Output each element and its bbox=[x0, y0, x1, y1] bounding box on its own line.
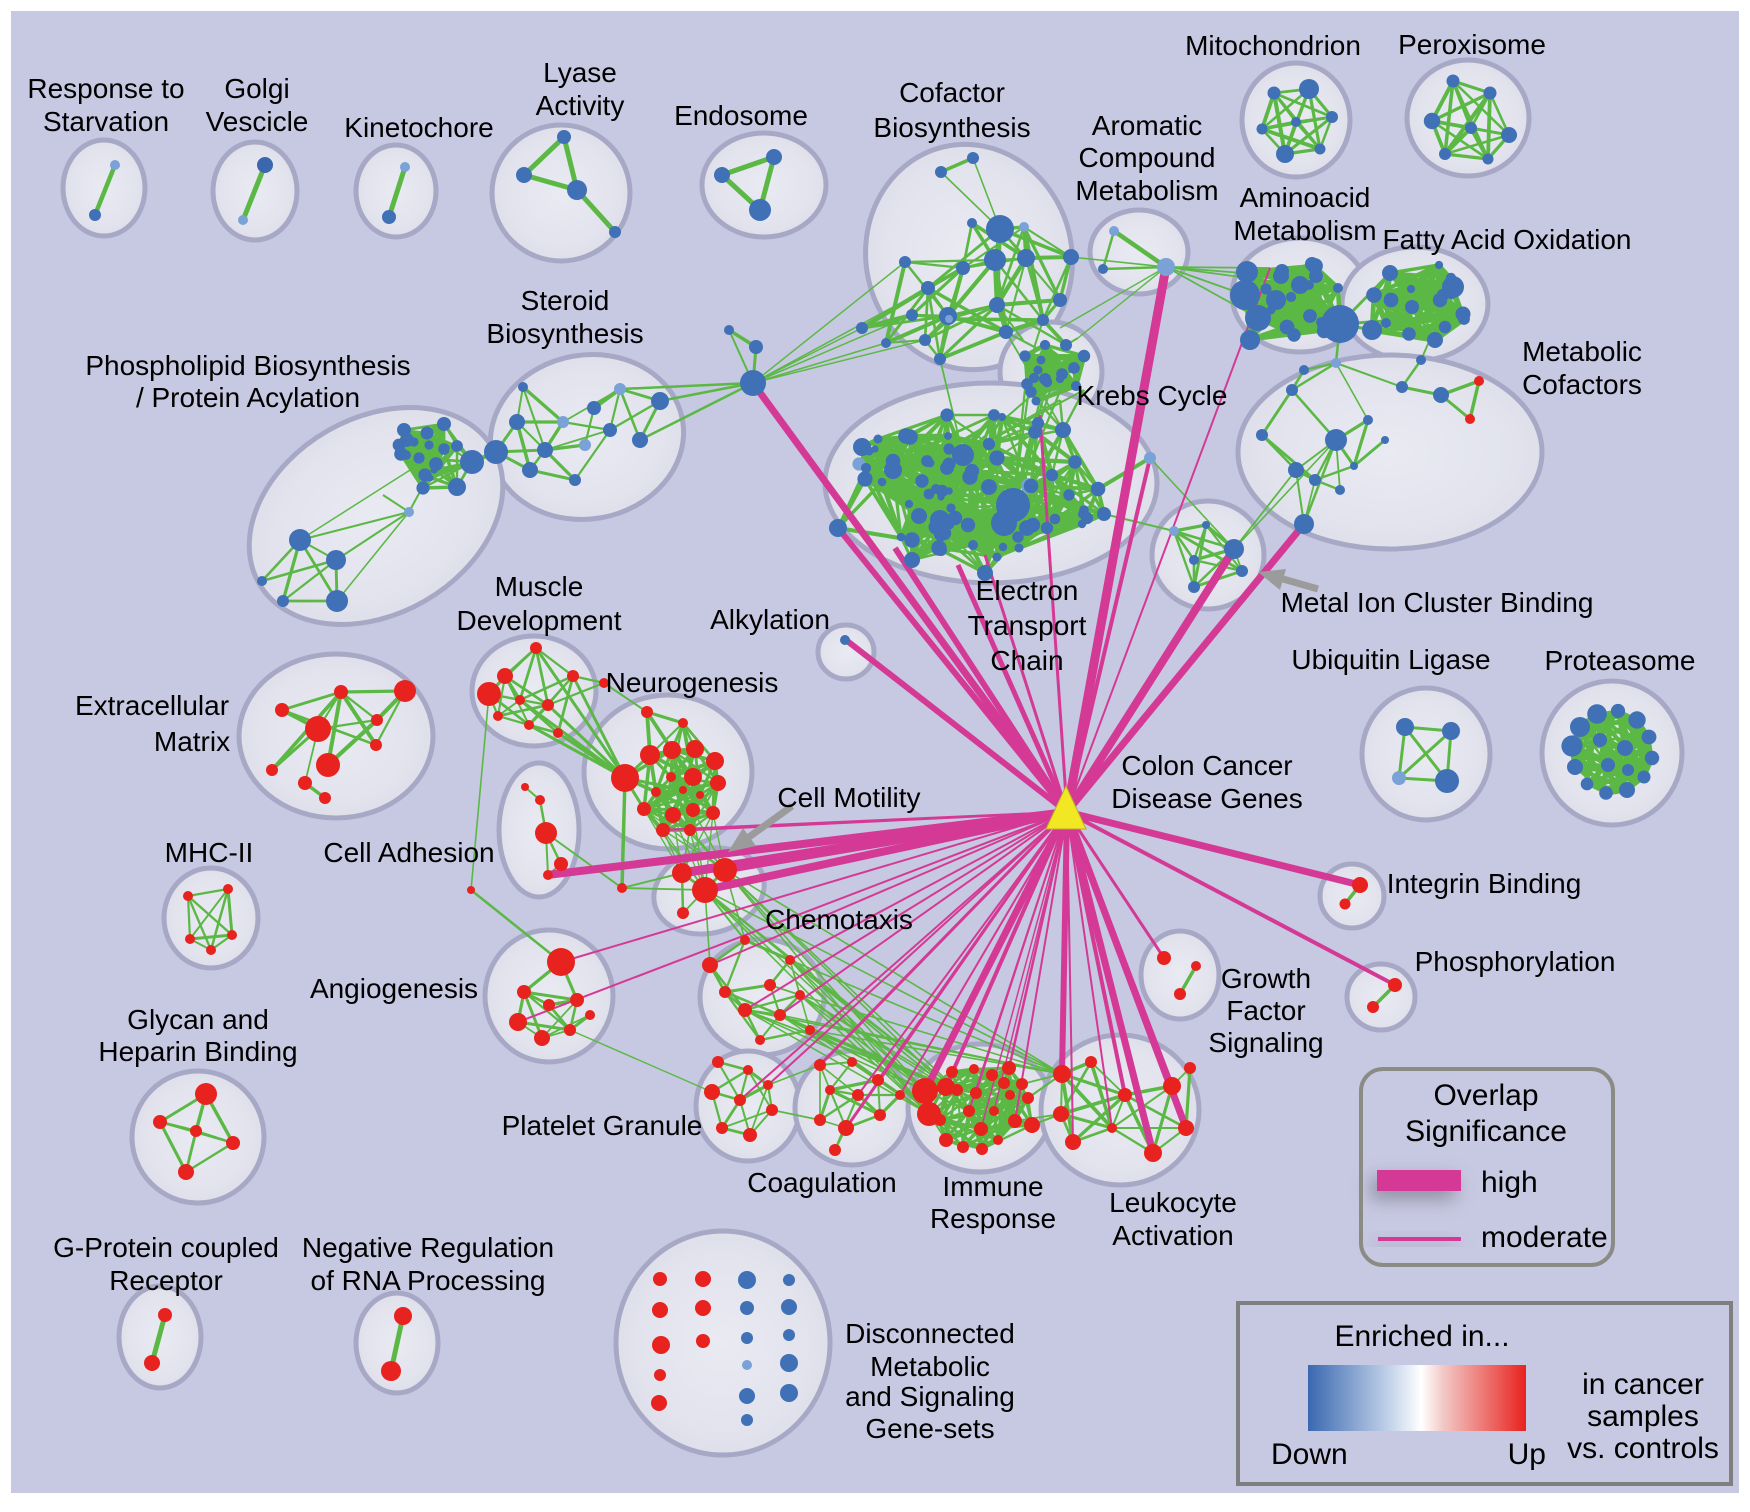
svg-text:Metabolism: Metabolism bbox=[1075, 175, 1218, 206]
svg-text:Metabolism: Metabolism bbox=[1233, 215, 1376, 246]
svg-text:Kinetochore: Kinetochore bbox=[344, 112, 493, 143]
svg-text:Leukocyte: Leukocyte bbox=[1109, 1187, 1237, 1218]
svg-text:Glycan and: Glycan and bbox=[127, 1004, 269, 1035]
svg-text:Factor: Factor bbox=[1226, 995, 1305, 1026]
svg-text:Extracellular: Extracellular bbox=[75, 690, 229, 721]
svg-text:samples: samples bbox=[1587, 1400, 1699, 1433]
svg-text:in cancer: in cancer bbox=[1582, 1368, 1704, 1401]
svg-text:Phosphorylation: Phosphorylation bbox=[1415, 946, 1616, 977]
svg-text:Activation: Activation bbox=[1112, 1220, 1233, 1251]
svg-text:Response: Response bbox=[930, 1203, 1056, 1234]
svg-text:Enriched in...: Enriched in... bbox=[1334, 1320, 1509, 1353]
svg-text:Immune: Immune bbox=[942, 1171, 1043, 1202]
svg-text:Receptor: Receptor bbox=[109, 1265, 223, 1296]
svg-text:Metabolic: Metabolic bbox=[870, 1351, 990, 1382]
svg-text:high: high bbox=[1481, 1166, 1538, 1199]
svg-text:/ Protein Acylation: / Protein Acylation bbox=[136, 382, 360, 413]
svg-text:of RNA Processing: of RNA Processing bbox=[311, 1265, 546, 1296]
svg-text:Platelet Granule: Platelet Granule bbox=[502, 1110, 703, 1141]
svg-text:Colon Cancer: Colon Cancer bbox=[1121, 750, 1292, 781]
svg-text:Integrin Binding: Integrin Binding bbox=[1387, 868, 1582, 899]
svg-text:Down: Down bbox=[1271, 1438, 1348, 1471]
svg-text:vs. controls: vs. controls bbox=[1567, 1432, 1719, 1465]
svg-text:Vescicle: Vescicle bbox=[206, 106, 309, 137]
svg-text:Steroid: Steroid bbox=[521, 285, 610, 316]
svg-text:Peroxisome: Peroxisome bbox=[1398, 29, 1546, 60]
svg-text:Metal Ion Cluster Binding: Metal Ion Cluster Binding bbox=[1281, 587, 1594, 618]
svg-text:Neurogenesis: Neurogenesis bbox=[606, 667, 779, 698]
svg-text:Cell Motility: Cell Motility bbox=[777, 782, 920, 813]
svg-text:Krebs Cycle: Krebs Cycle bbox=[1077, 380, 1228, 411]
svg-text:Proteasome: Proteasome bbox=[1545, 645, 1696, 676]
svg-text:Overlap: Overlap bbox=[1433, 1079, 1538, 1112]
svg-text:Lyase: Lyase bbox=[543, 57, 617, 88]
svg-text:Disconnected: Disconnected bbox=[845, 1318, 1015, 1349]
svg-text:Significance: Significance bbox=[1405, 1115, 1567, 1148]
svg-text:Ubiquitin Ligase: Ubiquitin Ligase bbox=[1291, 644, 1490, 675]
svg-text:Angiogenesis: Angiogenesis bbox=[310, 973, 478, 1004]
svg-text:Gene-sets: Gene-sets bbox=[865, 1413, 994, 1444]
svg-text:Electron: Electron bbox=[976, 575, 1079, 606]
svg-text:Response to: Response to bbox=[27, 73, 184, 104]
svg-text:Biosynthesis: Biosynthesis bbox=[486, 318, 643, 349]
svg-text:Phospholipid Biosynthesis: Phospholipid Biosynthesis bbox=[85, 350, 410, 381]
svg-text:Coagulation: Coagulation bbox=[747, 1167, 896, 1198]
svg-text:Growth: Growth bbox=[1221, 963, 1311, 994]
svg-text:Matrix: Matrix bbox=[154, 726, 230, 757]
svg-text:Endosome: Endosome bbox=[674, 100, 808, 131]
svg-text:Cell Adhesion: Cell Adhesion bbox=[323, 837, 494, 868]
svg-text:and Signaling: and Signaling bbox=[845, 1381, 1015, 1412]
svg-text:moderate: moderate bbox=[1481, 1221, 1608, 1254]
svg-text:Metabolic: Metabolic bbox=[1522, 336, 1642, 367]
svg-text:MHC-II: MHC-II bbox=[165, 837, 254, 868]
svg-text:Muscle: Muscle bbox=[495, 571, 584, 602]
svg-text:Disease Genes: Disease Genes bbox=[1111, 783, 1302, 814]
svg-text:Transport: Transport bbox=[968, 610, 1087, 641]
svg-text:Cofactor: Cofactor bbox=[899, 77, 1005, 108]
svg-text:Signaling: Signaling bbox=[1208, 1027, 1323, 1058]
svg-text:Golgi: Golgi bbox=[224, 73, 289, 104]
svg-text:Chain: Chain bbox=[990, 645, 1063, 676]
svg-text:Aromatic: Aromatic bbox=[1092, 110, 1202, 141]
svg-text:Compound: Compound bbox=[1079, 142, 1216, 173]
svg-text:Up: Up bbox=[1508, 1438, 1546, 1471]
svg-text:Mitochondrion: Mitochondrion bbox=[1185, 30, 1361, 61]
svg-text:Alkylation: Alkylation bbox=[710, 604, 830, 635]
svg-text:Development: Development bbox=[457, 605, 622, 636]
svg-text:Aminoacid: Aminoacid bbox=[1240, 182, 1371, 213]
svg-text:Activity: Activity bbox=[536, 90, 625, 121]
svg-text:Biosynthesis: Biosynthesis bbox=[873, 112, 1030, 143]
svg-text:Chemotaxis: Chemotaxis bbox=[765, 904, 913, 935]
svg-text:Fatty Acid Oxidation: Fatty Acid Oxidation bbox=[1382, 224, 1631, 255]
svg-text:Starvation: Starvation bbox=[43, 106, 169, 137]
svg-text:G-Protein coupled: G-Protein coupled bbox=[53, 1232, 279, 1263]
svg-text:Heparin Binding: Heparin Binding bbox=[98, 1036, 297, 1067]
svg-text:Cofactors: Cofactors bbox=[1522, 369, 1642, 400]
svg-text:Negative Regulation: Negative Regulation bbox=[302, 1232, 554, 1263]
